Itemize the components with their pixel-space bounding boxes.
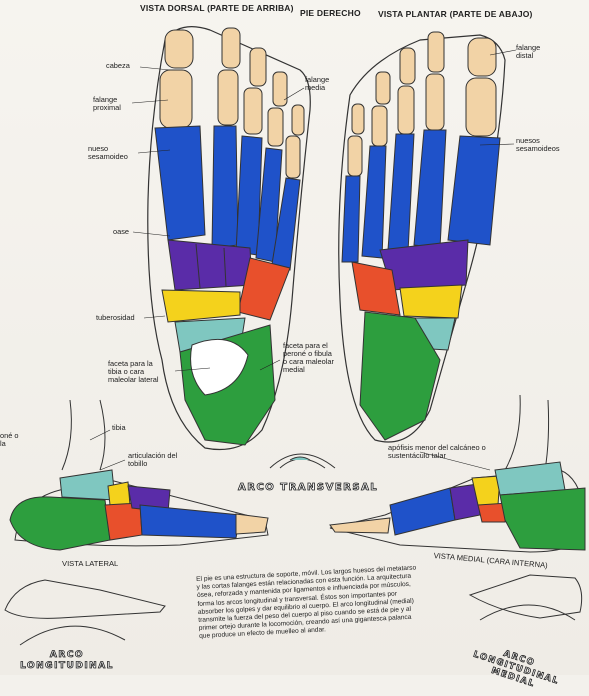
label-perone: oné o la — [0, 432, 22, 448]
anatomy-sheet: VISTA DORSAL (PARTE DE ARRIBA) PIE DEREC… — [0, 0, 589, 675]
hallux-distal — [165, 30, 193, 68]
dorsal-foot — [148, 27, 311, 450]
label-apofisis: apófisis menor del calcáneo o sustentácu… — [388, 444, 488, 460]
label-falange-media: falange media — [305, 76, 343, 92]
arco-transversal-title: ARCO TRANSVERSAL — [238, 482, 378, 493]
label-falange-proximal: falange proximal — [93, 96, 135, 112]
label-faceta-perone: faceta para el peroné o fibula o cara ma… — [283, 342, 338, 374]
label-falange-distal: falange distal — [516, 44, 554, 60]
description-paragraph: El pie es una estructura de soporte, móv… — [196, 564, 424, 641]
label-cabeza: cabeza — [106, 62, 130, 70]
arco-longitudinal-title: ARCO LONGITUDINAL — [12, 650, 122, 672]
longitudinal-arch-icon — [5, 580, 165, 645]
label-tuberosidad: tuberosidad — [96, 314, 135, 322]
plantar-foot — [339, 32, 505, 442]
hallux-proximal — [160, 70, 192, 128]
transverse-arch-icon — [270, 454, 335, 468]
label-tibia: tibia — [112, 424, 126, 432]
label-huesos-sesamoideos: nuesos sesamoideos — [516, 137, 576, 153]
medial-foot — [330, 395, 585, 552]
medial-arch-icon — [470, 575, 582, 620]
label-vista-lateral: VISTA LATERAL — [62, 560, 118, 568]
label-articulacion: articulación del tobillo — [128, 452, 180, 468]
label-base: oase — [113, 228, 129, 236]
label-faceta-tibia: faceta para la tibia o cara maleolar lat… — [108, 360, 168, 384]
label-nueso-sesamoideo: nueso sesamoideo — [88, 145, 138, 161]
